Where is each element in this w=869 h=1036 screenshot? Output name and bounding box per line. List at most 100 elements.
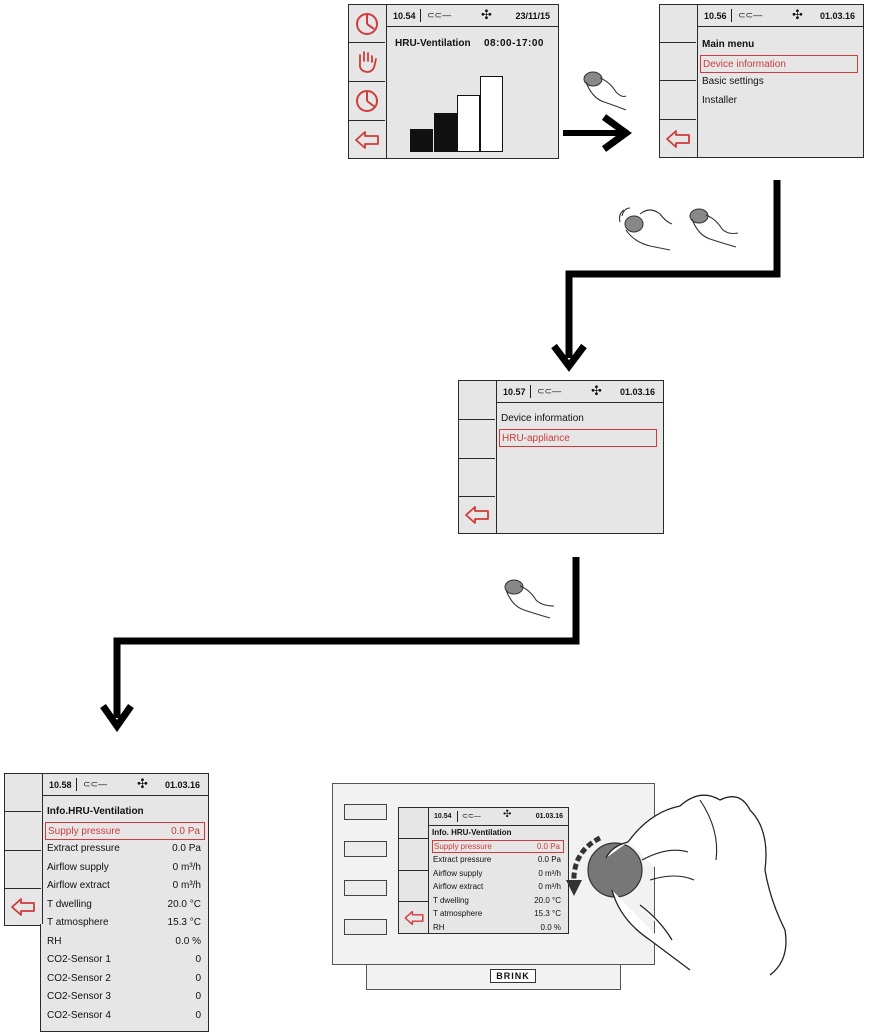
side-button-2[interactable] (459, 420, 495, 459)
plug-icon: ⊂⊂— (738, 10, 763, 20)
arrow-down-1 (551, 180, 781, 372)
back-button[interactable] (459, 497, 495, 533)
status-bar: 10.57 ⊂⊂— ✣ 01.03.16 (497, 381, 663, 403)
hand-button[interactable] (349, 43, 385, 82)
side-buttons (5, 774, 43, 925)
device-button-1[interactable] (344, 804, 387, 820)
status-date: 01.03.16 (164, 780, 200, 790)
hand-icon (358, 51, 377, 73)
menu-item-device-information[interactable]: Device information (700, 54, 858, 73)
back-arrow-icon (11, 898, 35, 916)
status-date: 01.03.16 (619, 387, 655, 397)
large-hand-icon (605, 794, 787, 976)
screen-frame: 10.58 ⊂⊂— ✣ 01.03.16 (4, 773, 209, 926)
arrow-down-2 (100, 557, 580, 733)
mode-title: HRU-Ventilation (395, 38, 471, 49)
menu-item-hru-appliance[interactable]: HRU-appliance (499, 428, 657, 447)
device-status-bar: 10.54 ⊂⊂— ✣ 01.03.16 (429, 808, 568, 826)
menu-list: Main menu Device information Basic setti… (700, 36, 858, 110)
menu-title: Device information (501, 413, 584, 424)
status-divider (457, 811, 458, 822)
timer-icon (356, 90, 378, 112)
brand-logo: BRINK (490, 969, 536, 983)
fan-level-bar-4 (480, 76, 503, 152)
press-hand-icon (504, 579, 555, 619)
device-info-title: Info. HRU-Ventilation (432, 828, 512, 837)
side-button-3[interactable] (660, 81, 696, 120)
menu-item-basic-settings[interactable]: Basic settings (702, 76, 764, 87)
fan-level-bar-2 (434, 113, 457, 152)
status-date: 01.03.16 (819, 11, 855, 21)
device-back-button[interactable] (399, 902, 428, 933)
status-bar: 10.56 ⊂⊂— ✣ 01.03.16 (698, 5, 863, 27)
back-button[interactable] (349, 121, 385, 158)
clock-button[interactable] (349, 5, 385, 43)
plug-icon: ⊂⊂— (537, 386, 562, 396)
device-side-buttons (399, 808, 429, 933)
screen-device-information: 10.57 ⊂⊂— ✣ 01.03.16 Device information … (458, 380, 664, 534)
screen-home: 10.54 ⊂⊂— ✣ 23/11/15 HRU-Ventilation 08:… (348, 4, 559, 159)
side-button-2[interactable] (5, 812, 41, 851)
side-button-2[interactable] (660, 43, 696, 81)
schedule-time: 08:00-17:00 (484, 38, 544, 49)
side-button-1[interactable] (5, 774, 41, 812)
device-button-2[interactable] (344, 841, 387, 857)
fan-icon: ✣ (503, 809, 512, 820)
device-side-button-2[interactable] (399, 839, 428, 871)
fan-level-bar-3 (457, 95, 480, 152)
device-side-button-3[interactable] (399, 871, 428, 902)
device-button-4[interactable] (344, 919, 387, 935)
side-buttons (459, 381, 497, 533)
back-arrow-icon (403, 910, 424, 925)
side-button-1[interactable] (660, 5, 696, 43)
status-time: 10.56 (704, 11, 727, 21)
status-time: 10.54 (393, 11, 416, 21)
fan-icon: ✣ (137, 776, 148, 791)
side-button-1[interactable] (459, 381, 495, 420)
plug-icon: ⊂⊂— (427, 10, 452, 20)
side-button-3[interactable] (5, 851, 41, 889)
back-button[interactable] (5, 889, 41, 925)
status-bar: 10.54 ⊂⊂— ✣ 23/11/15 (387, 5, 558, 27)
rotate-hand-icon (618, 207, 673, 251)
fan-icon: ✣ (591, 383, 602, 398)
side-button-3[interactable] (459, 459, 495, 497)
status-time: 10.58 (49, 780, 72, 790)
device-button-3[interactable] (344, 880, 387, 896)
status-divider (731, 9, 732, 22)
menu-item-installer[interactable]: Installer (702, 94, 738, 106)
menu-title: Main menu (702, 39, 755, 50)
screen-main-menu: 10.56 ⊂⊂— ✣ 01.03.16 Main menu Device in… (659, 4, 864, 158)
status-time: 10.57 (503, 387, 526, 397)
side-buttons (349, 5, 387, 158)
screen-info-hru: 10.58 ⊂⊂— ✣ 01.03.16 Info.HRU-Ventilatio… (4, 773, 209, 1032)
press-hand-icon (583, 71, 627, 111)
status-time: 10.54 (434, 813, 452, 820)
back-button[interactable] (660, 120, 696, 157)
fan-icon: ✣ (481, 7, 492, 22)
menu-list: Device information HRU-appliance (499, 410, 657, 447)
clock-icon (356, 12, 378, 35)
fan-icon: ✣ (792, 7, 803, 22)
fan-level-bar-1 (410, 129, 433, 152)
timer-button[interactable] (349, 82, 385, 121)
device-side-button-1[interactable] (399, 808, 428, 839)
